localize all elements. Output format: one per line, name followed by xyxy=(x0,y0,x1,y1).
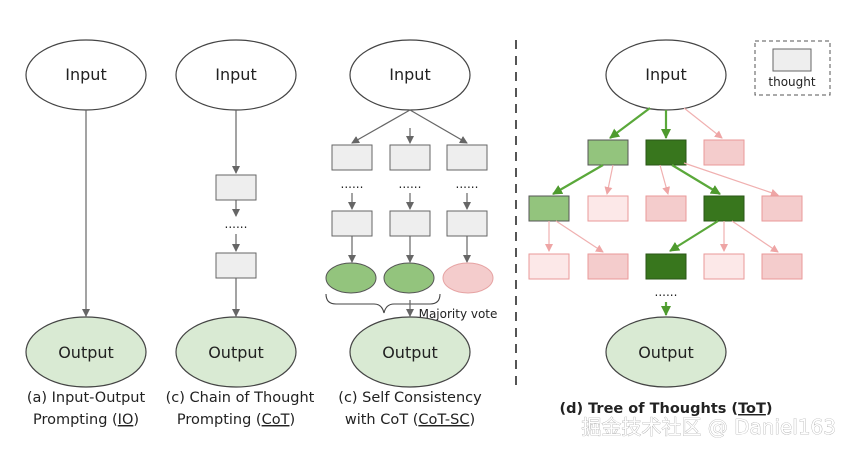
output-label-io: Output xyxy=(58,343,114,362)
arrow-sc-branch-right xyxy=(409,109,468,144)
caption-cot-sc-line2: with CoT (CoT-SC) xyxy=(345,412,475,428)
caption-io-line1: (a) Input-Output xyxy=(27,390,146,406)
thought-box-sc-2b xyxy=(389,210,431,237)
panel-cot: Input ...... Output (c) Chain of Thought… xyxy=(166,39,315,428)
dots-sc-1: ...... xyxy=(341,177,364,191)
dots-cot: ...... xyxy=(225,217,248,231)
thought-box-sc-2a xyxy=(389,144,431,171)
answer-node-sc-1 xyxy=(325,262,377,294)
caption-io-line2: Prompting (IO) xyxy=(33,412,139,428)
majority-vote-label: Majority vote xyxy=(419,307,498,321)
edge-tot-l3-c xyxy=(669,220,719,252)
input-label-cot: Input xyxy=(215,65,256,84)
answer-node-sc-2 xyxy=(383,262,435,294)
thought-box-cot-2 xyxy=(215,252,257,279)
tot-node-l3-b xyxy=(587,253,629,280)
dots-sc-2: ...... xyxy=(399,177,422,191)
tot-node-l2-d xyxy=(703,195,745,222)
edge-tot-l1-a xyxy=(609,107,651,139)
panel-tot: thought Input ..... xyxy=(528,39,831,417)
output-label-cot-sc: Output xyxy=(382,343,438,362)
thought-box-sc-1b xyxy=(331,210,373,237)
edge-tot-l2-a xyxy=(552,164,604,195)
input-label-cot-sc: Input xyxy=(389,65,430,84)
tot-node-l3-c xyxy=(645,253,687,280)
output-node-io xyxy=(25,316,147,388)
majority-vote-brace xyxy=(325,293,441,314)
edge-tot-l2-c xyxy=(659,164,670,195)
arrow-sc-branch-left xyxy=(351,109,411,144)
legend-frame xyxy=(754,40,831,96)
watermark: 掘金技术社区 @ Daniel163 xyxy=(581,415,836,439)
output-node-cot xyxy=(175,316,297,388)
output-label-tot: Output xyxy=(638,343,694,362)
legend-thought-box xyxy=(772,48,812,72)
tot-node-l1-c xyxy=(703,139,745,166)
tot-node-l2-a xyxy=(528,195,570,222)
edge-tot-l3-b xyxy=(555,220,604,253)
tot-node-l2-b xyxy=(587,195,629,222)
panel-io: Input Output (a) Input-Output Prompting … xyxy=(25,39,147,428)
caption-tot: (d) Tree of Thoughts (ToT) xyxy=(559,401,772,417)
edge-tot-l1-c xyxy=(683,107,723,139)
tot-node-l2-e xyxy=(761,195,803,222)
thought-box-sc-1a xyxy=(331,144,373,171)
tot-node-l3-e xyxy=(761,253,803,280)
tot-node-l3-d xyxy=(703,253,745,280)
edge-tot-l2-d xyxy=(671,164,721,195)
output-label-cot: Output xyxy=(208,343,264,362)
tot-node-l1-b xyxy=(645,139,687,166)
edge-tot-l2-b xyxy=(604,164,614,195)
output-node-tot xyxy=(605,316,727,388)
caption-cot-line2: Prompting (CoT) xyxy=(177,412,295,428)
dots-sc-3: ...... xyxy=(456,177,479,191)
tot-node-l1-a xyxy=(587,139,629,166)
edge-tot-l2-e xyxy=(683,162,779,197)
answer-node-sc-3 xyxy=(442,262,494,294)
thought-box-sc-3a xyxy=(446,144,488,171)
input-label-tot: Input xyxy=(645,65,686,84)
thought-box-sc-3b xyxy=(446,210,488,237)
legend-thought-label: thought xyxy=(768,75,815,89)
edge-tot-l3-e xyxy=(731,220,779,253)
tot-node-l3-a xyxy=(528,253,570,280)
tot-node-l2-c xyxy=(645,195,687,222)
thought-box-cot-1 xyxy=(215,174,257,201)
dots-tot: ...... xyxy=(655,285,678,299)
panel-cot-sc: Input ...... ...... ...... Majority vote… xyxy=(325,39,498,428)
input-label-io: Input xyxy=(65,65,106,84)
caption-cot-sc-line1: (c) Self Consistency xyxy=(338,390,482,406)
caption-cot-line1: (c) Chain of Thought xyxy=(166,390,315,406)
output-node-cot-sc xyxy=(349,316,471,388)
